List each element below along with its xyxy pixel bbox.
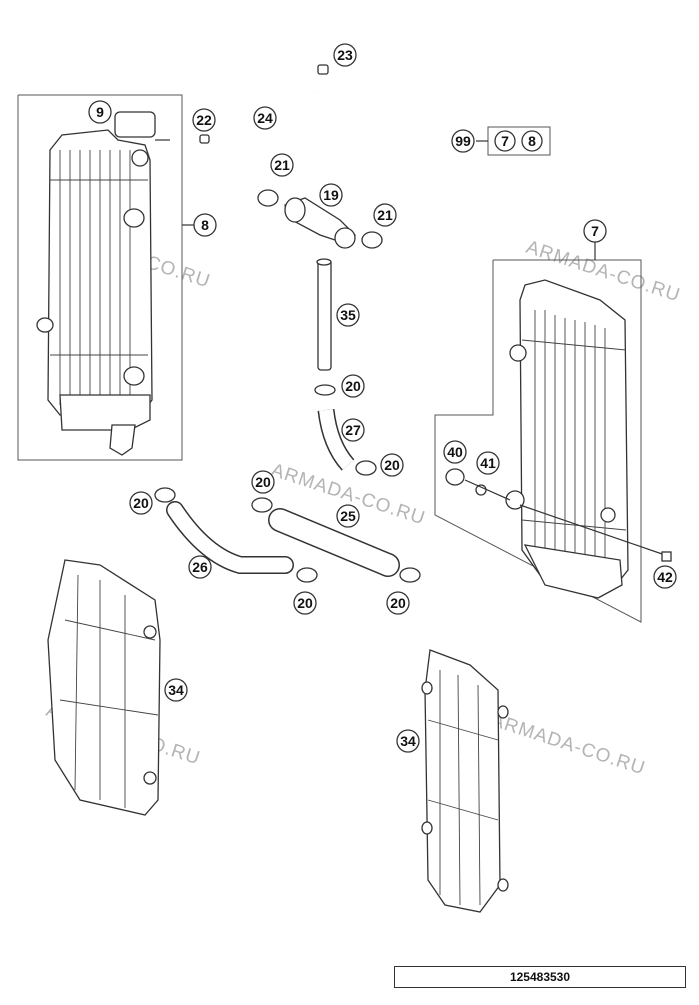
svg-text:27: 27 (345, 422, 361, 438)
svg-text:20: 20 (297, 595, 313, 611)
svg-text:25: 25 (340, 508, 356, 524)
right-radiator-guard (421, 649, 509, 913)
callout-25: 25 (336, 504, 360, 528)
svg-text:21: 21 (377, 207, 393, 223)
callout-40: 40 (443, 440, 467, 464)
svg-text:20: 20 (390, 595, 406, 611)
callout-8: 8 (193, 213, 217, 237)
callout-20-bottom-mid: 20 (293, 591, 317, 615)
straight-hose-group (251, 497, 421, 583)
callout-20-bottom-right: 20 (386, 591, 410, 615)
watermark-5: ARMADA-CO.RU (488, 710, 647, 780)
callout-20-hose-top: 20 (251, 470, 275, 494)
svg-text:8: 8 (528, 133, 536, 149)
callout-22: 22 (192, 108, 216, 132)
svg-text:20: 20 (384, 457, 400, 473)
reference-number: 125483530 (509, 970, 571, 984)
upper-hose-group (199, 64, 329, 154)
elbow-hose-group (314, 384, 377, 476)
callout-99: 99 (451, 129, 475, 153)
callout-7-kit: 7 (494, 130, 516, 152)
right-radiator-bracket (434, 259, 642, 623)
svg-text:40: 40 (447, 444, 463, 460)
callout-20-elbow: 20 (380, 453, 404, 477)
svg-text:41: 41 (480, 455, 496, 471)
svg-text:20: 20 (345, 378, 361, 394)
svg-text:34: 34 (400, 733, 416, 749)
callout-19: 19 (319, 183, 343, 207)
right-radiator-assembly (434, 232, 672, 623)
callouts: 23 9 22 24 99 7 8 21 19 21 8 7 35 20 27 … (88, 43, 677, 753)
svg-text:42: 42 (657, 569, 673, 585)
callout-35: 35 (336, 303, 360, 327)
connector-group (257, 189, 383, 249)
svg-text:22: 22 (196, 112, 212, 128)
callout-9: 9 (88, 100, 112, 124)
kit-box (476, 126, 551, 156)
svg-text:34: 34 (168, 682, 184, 698)
lower-hose-group (154, 487, 318, 583)
callout-20-hose-left: 20 (129, 491, 153, 515)
callout-34-left: 34 (164, 678, 188, 702)
callout-23: 23 (333, 43, 357, 67)
left-radiator-guard (47, 559, 161, 816)
callout-24: 24 (253, 106, 277, 130)
svg-text:99: 99 (455, 133, 471, 149)
svg-text:35: 35 (340, 307, 356, 323)
svg-text:23: 23 (337, 47, 353, 63)
callout-7: 7 (583, 219, 607, 243)
svg-text:24: 24 (257, 110, 273, 126)
callout-26: 26 (188, 555, 212, 579)
reference-number-box: 125483530 (394, 966, 686, 988)
callout-8-kit: 8 (521, 130, 543, 152)
left-radiator-bracket (17, 94, 183, 461)
callout-21-left: 21 (270, 153, 294, 177)
callout-21-right: 21 (373, 203, 397, 227)
svg-text:21: 21 (274, 157, 290, 173)
svg-text:9: 9 (96, 104, 104, 120)
callout-42: 42 (653, 565, 677, 589)
callout-41: 41 (476, 451, 500, 475)
callout-20-upper: 20 (341, 374, 365, 398)
svg-text:19: 19 (323, 187, 339, 203)
callout-34-right: 34 (396, 729, 420, 753)
svg-text:20: 20 (133, 495, 149, 511)
svg-text:20: 20 (255, 474, 271, 490)
svg-text:26: 26 (192, 559, 208, 575)
svg-text:8: 8 (201, 217, 209, 233)
left-radiator-assembly (17, 94, 195, 461)
pipe-group (316, 258, 332, 371)
svg-text:7: 7 (501, 133, 509, 149)
svg-text:7: 7 (591, 223, 599, 239)
callout-27: 27 (341, 418, 365, 442)
